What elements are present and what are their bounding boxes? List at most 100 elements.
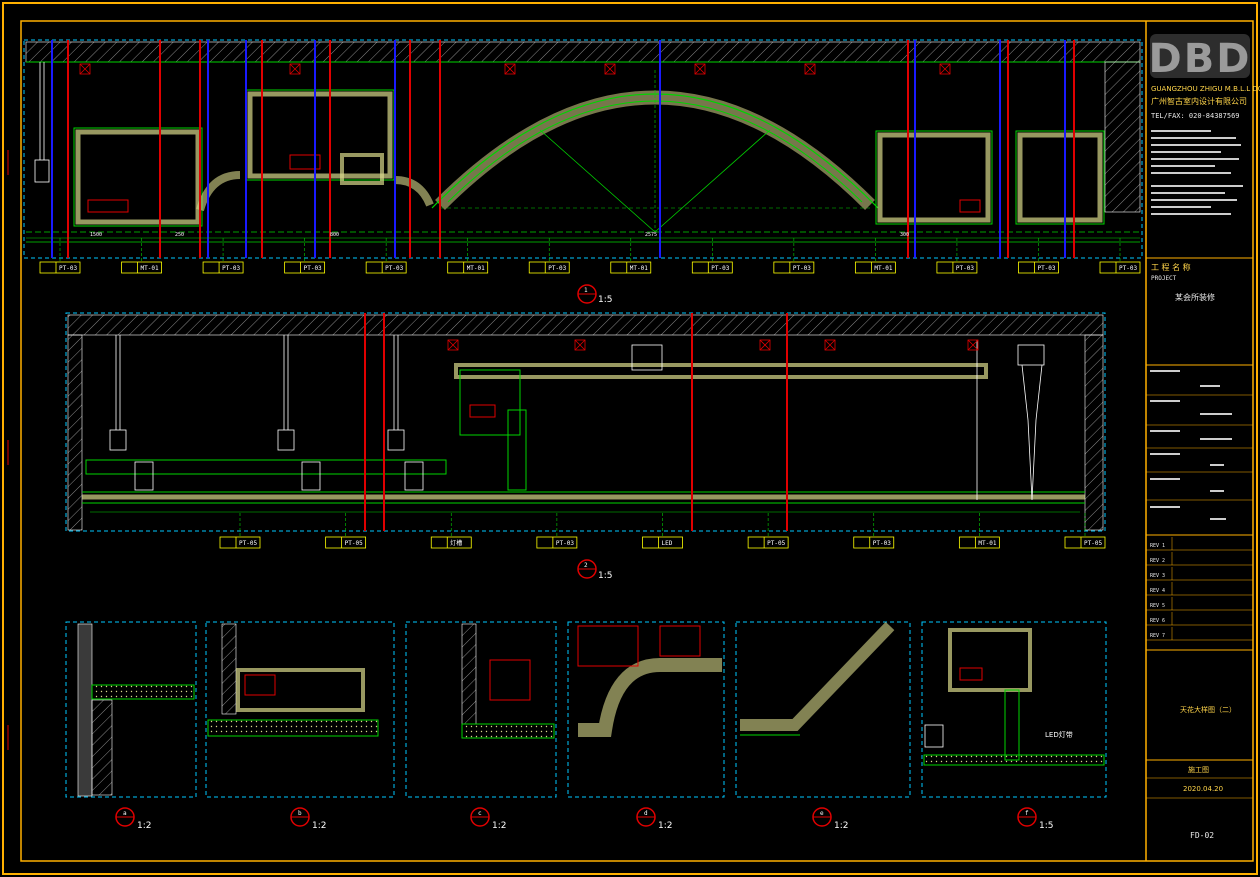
revision-label: REV 2: [1150, 558, 1165, 564]
blue-column-lines: [51, 40, 1066, 258]
view1-tag: PT-03: [202, 238, 244, 274]
svg-text:800: 800: [330, 232, 339, 238]
view1-tag: PT-03: [936, 238, 978, 274]
view2-tag: PT-05: [1064, 513, 1106, 549]
detail-marker-a: a 1:2: [115, 807, 151, 831]
detail-marker-f: f 1:5: [1017, 807, 1053, 831]
view-2-marker: 2 1:5: [577, 559, 612, 581]
view1-tag-label: PT-03: [59, 265, 77, 272]
project-header: 工 程 名 称: [1151, 262, 1191, 272]
revision-label: REV 1: [1150, 543, 1165, 549]
revision-row: REV 4: [1146, 582, 1253, 596]
detail-marker-d: d 1:2: [636, 807, 672, 831]
svg-text:DBD: DBD: [1149, 36, 1252, 82]
led-callout: LED灯带: [1045, 730, 1073, 739]
view1-tag-label: PT-03: [1037, 265, 1055, 272]
view2-tag-label: PT-03: [873, 540, 891, 547]
coffer-left-1: [73, 127, 203, 227]
view1-tag-label: PT-03: [222, 265, 240, 272]
title-block: DBD GUANGZHOU ZHIGU M.B.L.L DC 广州智古室内设计有…: [1146, 34, 1260, 840]
view2-tag: 灯槽: [430, 513, 472, 549]
revision-row: REV 1: [1146, 537, 1253, 551]
detail-marker-letter: d: [644, 810, 648, 817]
red-hanger-lines-view2: [364, 313, 788, 531]
view2-tag-label: PT-05: [345, 540, 363, 547]
view2-tag-label: PT-03: [556, 540, 574, 547]
view1-dimension-labels: 1500 250 2575 800 300: [90, 232, 909, 238]
view2-tag-label: PT-05: [767, 540, 785, 547]
view1-tag-label: PT-03: [711, 265, 729, 272]
view2-tag-label: PT-05: [239, 540, 257, 547]
revision-label: REV 5: [1150, 603, 1165, 609]
view1-tag: MT-01: [447, 238, 489, 274]
revision-row: REV 7: [1146, 627, 1253, 641]
view1-tag: MT-01: [854, 238, 896, 274]
view1-tag: PT-03: [365, 238, 407, 274]
detail-marker-letter: a: [123, 810, 127, 817]
coffer-right-1: [875, 130, 993, 225]
view1-tag: MT-01: [610, 238, 652, 274]
project-name: 某会所装修: [1175, 292, 1215, 302]
view2-tag: PT-05: [219, 513, 261, 549]
view1-tag-label: PT-03: [304, 265, 322, 272]
coffer-right-2: [1015, 130, 1105, 225]
svg-text:2: 2: [584, 562, 588, 569]
view1-tag: PT-03: [773, 238, 815, 274]
detail-scale: 1:2: [658, 821, 672, 831]
detail-d: [567, 621, 725, 798]
view1-tag-label: PT-03: [956, 265, 974, 272]
detail-scale: 1:2: [137, 821, 151, 831]
view1-tag: PT-03: [691, 238, 733, 274]
view1-tag-label: PT-03: [793, 265, 811, 272]
detail-c: [405, 621, 557, 798]
view1-tag-label: PT-03: [1119, 265, 1137, 272]
anchor-boxes-view1: [79, 63, 951, 75]
detail-row: LED灯带 a1:2b1:2c1:2d1:2e1:2f1:5: [65, 621, 1107, 831]
detail-scale: 1:5: [1039, 821, 1053, 831]
company-logo: DBD: [1149, 34, 1252, 82]
view1-tag: PT-03: [1018, 238, 1059, 274]
detail-e: [735, 621, 911, 798]
company-name-en: GUANGZHOU ZHIGU M.B.L.L DC: [1151, 85, 1260, 93]
revision-label: REV 4: [1150, 588, 1165, 594]
detail-markers: a1:2b1:2c1:2d1:2e1:2f1:5: [115, 807, 1053, 831]
drawing-type: 施工图: [1188, 765, 1209, 774]
view-2-scale: 1:5: [598, 571, 612, 581]
revision-label: REV 3: [1150, 573, 1165, 579]
slab-hatch-view2: [67, 314, 1104, 336]
revision-row: REV 6: [1146, 612, 1253, 626]
view2-tag-label: MT-01: [978, 540, 996, 547]
view1-tag: PT-03: [284, 238, 326, 274]
view1-tag-label: MT-01: [467, 265, 485, 272]
detail-marker-c: c 1:2: [470, 807, 506, 831]
view2-tag: PT-03: [536, 513, 578, 549]
project-header-en: PROJECT: [1151, 275, 1177, 282]
pendant-bases: [134, 461, 424, 491]
view2-tag: PT-03: [853, 513, 895, 549]
detail-scale: 1:2: [492, 821, 506, 831]
view-1-marker: 1 1:5: [577, 284, 612, 305]
company-tel: TEL/FAX: 020-84387569: [1151, 112, 1240, 120]
view1-tag-label: MT-01: [874, 265, 892, 272]
view2-tag: MT-01: [958, 513, 1000, 549]
revision-row: REV 5: [1146, 597, 1253, 611]
revision-row: REV 3: [1146, 567, 1253, 581]
svg-text:1500: 1500: [90, 232, 102, 238]
pendant-rods: [109, 335, 405, 451]
detail-f: [921, 621, 1107, 798]
view1-tag-label: MT-01: [141, 265, 159, 272]
signature-marks: [1150, 370, 1232, 520]
detail-marker-letter: f: [1025, 810, 1029, 817]
detail-marker-e: e1:2: [812, 807, 848, 831]
view1-tag-label: MT-01: [630, 265, 648, 272]
svg-text:2575: 2575: [645, 232, 657, 238]
notes-text-block: [1151, 130, 1243, 215]
view-1-scale: 1:5: [598, 295, 612, 305]
detail-marker-letter: c: [478, 810, 482, 817]
red-hanger-lines: [67, 40, 1075, 258]
view2-tag-label: 灯槽: [450, 539, 462, 547]
